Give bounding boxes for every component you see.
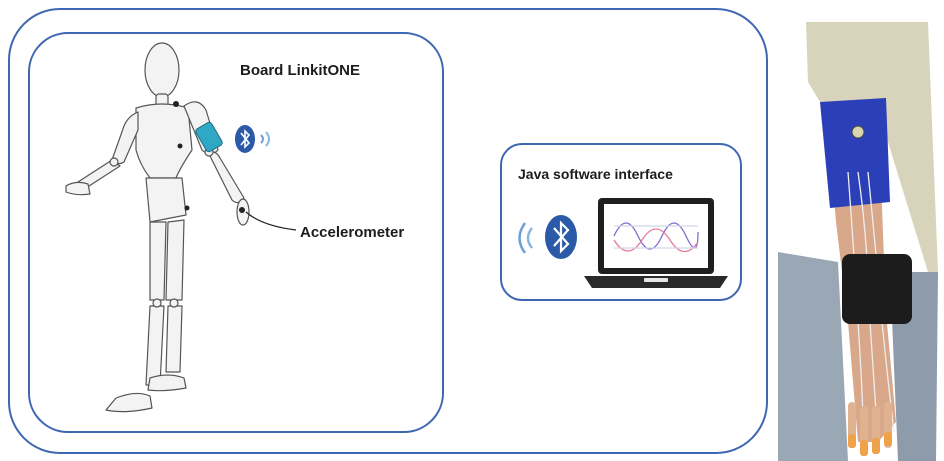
accelerometer-label: Accelerometer [300, 224, 405, 241]
wireless-signal-icon [260, 131, 270, 147]
java-interface-label: Java software interface [518, 166, 673, 182]
board-label: Board LinkitONE [240, 62, 361, 79]
wireless-signal-icon [518, 222, 534, 254]
bluetooth-icon [235, 125, 255, 153]
wearable-panel [28, 32, 444, 433]
bluetooth-icon [545, 215, 577, 259]
arm-photo [778, 22, 944, 461]
linkitone-board [195, 121, 223, 153]
laptop-icon [584, 198, 728, 288]
